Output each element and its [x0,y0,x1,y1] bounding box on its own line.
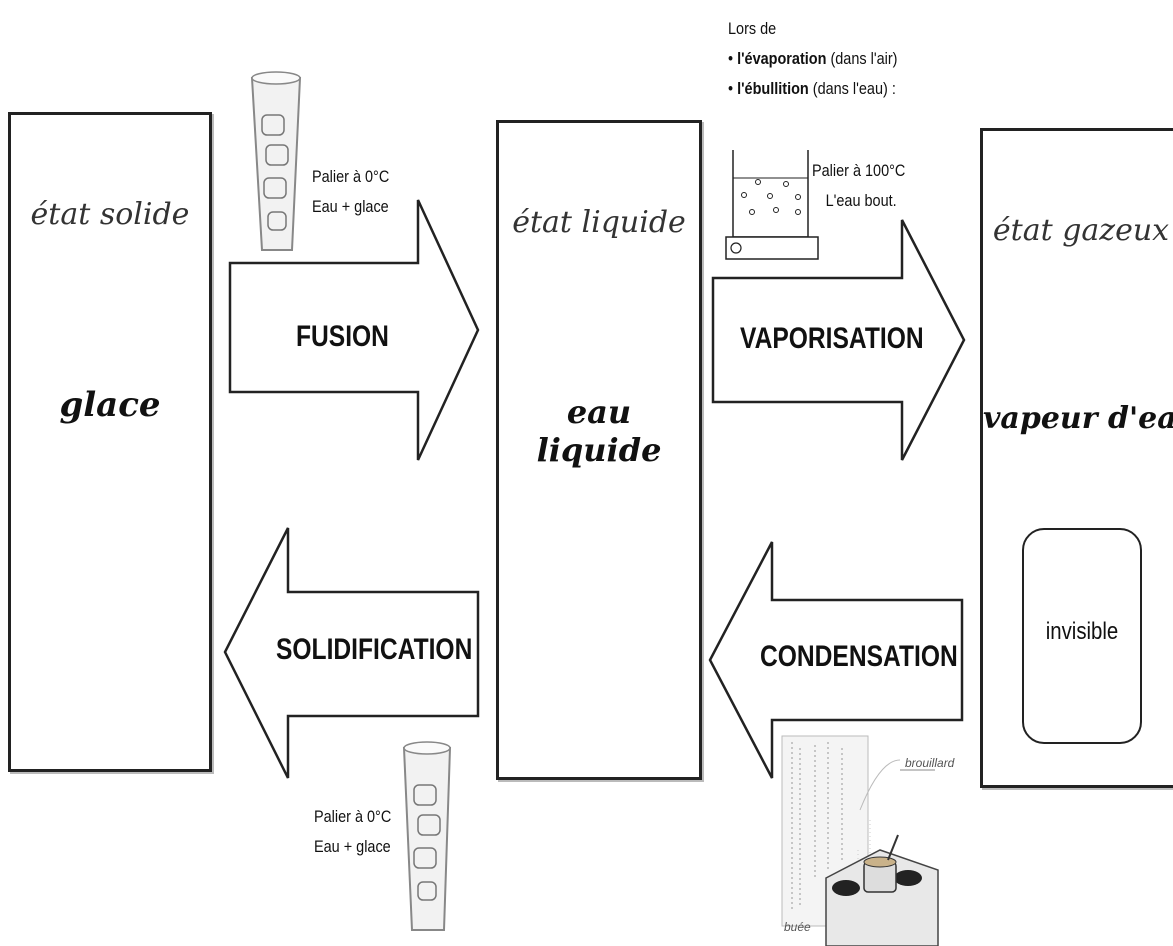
fog-kitchen-illustration [781,735,939,946]
solidification-note-line1: Palier à 0°C [314,807,392,826]
solid-state-name: glace [59,385,161,425]
ebullition-context: (dans l'eau) : [808,79,896,98]
fog-label: brouillard [905,756,955,770]
evaporation-bullet: • l'évaporation (dans l'air) [728,49,898,68]
liquid-state-panel: état liquide eau liquide [496,120,702,780]
ebullition-bullet: • l'ébullition (dans l'eau) : [728,79,896,98]
boiling-note: Palier à 100°C L'eau bout. [812,156,905,216]
gas-state-name: vapeur d'eau [983,401,1173,436]
fusion-note-line1: Palier à 0°C [312,167,390,186]
vaporisation-arrow [711,219,966,461]
fusion-note: Palier à 0°C Eau + glace [312,162,389,222]
boiling-note-line1: Palier à 100°C [812,161,906,180]
invisible-box: invisible [1022,528,1142,744]
vaporisation-label: VAPORISATION [740,322,924,355]
solidification-note-line2: Eau + glace [314,837,391,856]
evaporation-term: l'évaporation [737,49,827,68]
mist-label: buée [784,920,811,934]
solid-state-title: état solide [30,197,190,232]
fusion-note-line2: Eau + glace [312,197,389,216]
solidification-arrow [223,527,480,779]
boiling-note-line2: L'eau bout. [825,191,897,210]
vaporisation-intro-note: Lors de • l'évaporation (dans l'air) • l… [728,14,897,104]
liquid-state-title: état liquide [512,205,686,240]
invisible-label: invisible [1045,618,1119,645]
condensation-label: CONDENSATION [760,640,958,673]
solid-state-panel: état solide glace [8,112,212,772]
vaporisation-intro: Lors de [728,19,777,38]
evaporation-context: (dans l'air) [826,49,898,68]
solidification-note: Palier à 0°C Eau + glace [314,802,391,862]
condensation-arrow [708,541,964,779]
ice-water-glass-icon [250,71,302,251]
fusion-arrow [228,199,480,461]
ice-water-glass-icon [402,741,452,931]
boiling-water-icon [725,150,819,260]
fusion-label: FUSION [296,320,389,353]
gas-state-title: état gazeux [992,213,1170,248]
ebullition-term: l'ébullition [737,79,809,98]
solidification-label: SOLIDIFICATION [276,633,473,666]
liquid-state-name: eau liquide [536,393,662,469]
